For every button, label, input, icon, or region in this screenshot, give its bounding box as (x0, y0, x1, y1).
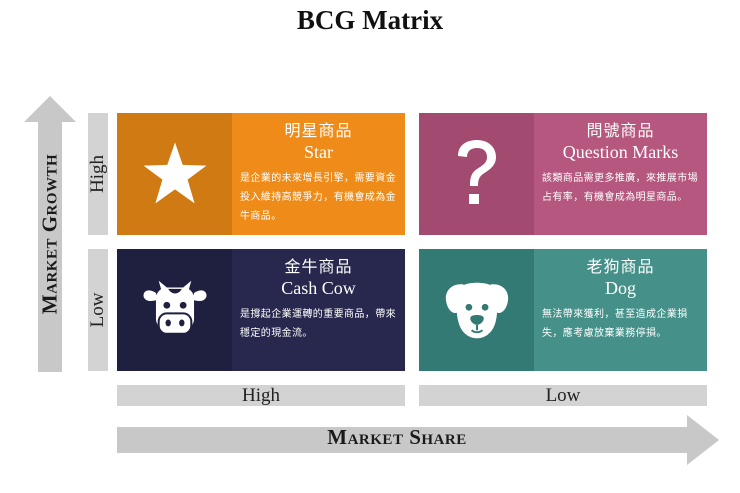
x-tick-low: Low (419, 385, 707, 406)
cow-title-en: Cash Cow (281, 278, 356, 298)
dog-icon (445, 282, 508, 339)
y-tick-low-label: Low (87, 292, 108, 328)
dog-icon-panel (419, 249, 534, 371)
question-mark-icon (457, 140, 496, 204)
question-icon-panel (419, 113, 534, 235)
cow-title-zh: 金牛商品 (284, 257, 353, 276)
star-icon (143, 142, 206, 204)
star-quadrant: 明星商品 Star 是企業的未來增長引擎，需要資金投入維持高競爭力，有機會成為金… (117, 113, 405, 235)
y-tick-low: Low (87, 249, 108, 371)
question-description: 該類商品需更多推廣，來推展市場占有率，有機會成為明星商品。 (542, 173, 698, 203)
market-growth-arrow (24, 96, 76, 372)
market-share-label: Market Share (327, 425, 467, 449)
market-growth-label: Market Growth (37, 153, 62, 315)
cow-icon (143, 280, 206, 335)
dog-text-panel: 老狗商品 Dog 無法帶來獲利，甚至造成企業損失，應考慮放棄業務停損。 (534, 249, 707, 371)
dog-title-en: Dog (605, 278, 636, 298)
question-title-en: Question Marks (562, 142, 679, 162)
market-share-arrow (117, 415, 719, 465)
x-tick-high: High (117, 385, 405, 406)
cow-icon-panel (117, 249, 232, 371)
question-text-panel: 問號商品 Question Marks 該類商品需更多推廣，來推展市場占有率，有… (534, 113, 707, 235)
cow-description: 是撐起企業運轉的重要商品，帶來穩定的現金流。 (240, 309, 396, 339)
y-tick-high: High (87, 113, 108, 235)
question-title-zh: 問號商品 (586, 121, 655, 140)
cow-text-panel: 金牛商品 Cash Cow 是撐起企業運轉的重要商品，帶來穩定的現金流。 (232, 249, 405, 371)
dog-title-zh: 老狗商品 (586, 257, 655, 276)
question-marks-quadrant: 問號商品 Question Marks 該類商品需更多推廣，來推展市場占有率，有… (419, 113, 707, 235)
star-title-zh: 明星商品 (284, 121, 353, 140)
star-description: 是企業的未來增長引擎，需要資金投入維持高競爭力，有機會成為金牛商品。 (240, 173, 396, 222)
star-title-en: Star (304, 142, 333, 162)
cash-cow-quadrant: 金牛商品 Cash Cow 是撐起企業運轉的重要商品，帶來穩定的現金流。 (117, 249, 405, 371)
page-title: BCG Matrix (296, 5, 444, 35)
y-tick-high-label: High (87, 155, 108, 193)
dog-quadrant: 老狗商品 Dog 無法帶來獲利，甚至造成企業損失，應考慮放棄業務停損。 (419, 249, 707, 371)
dog-description: 無法帶來獲利，甚至造成企業損失，應考慮放棄業務停損。 (542, 309, 688, 339)
star-text-panel: 明星商品 Star 是企業的未來增長引擎，需要資金投入維持高競爭力，有機會成為金… (232, 113, 405, 235)
star-icon-panel (117, 113, 232, 235)
